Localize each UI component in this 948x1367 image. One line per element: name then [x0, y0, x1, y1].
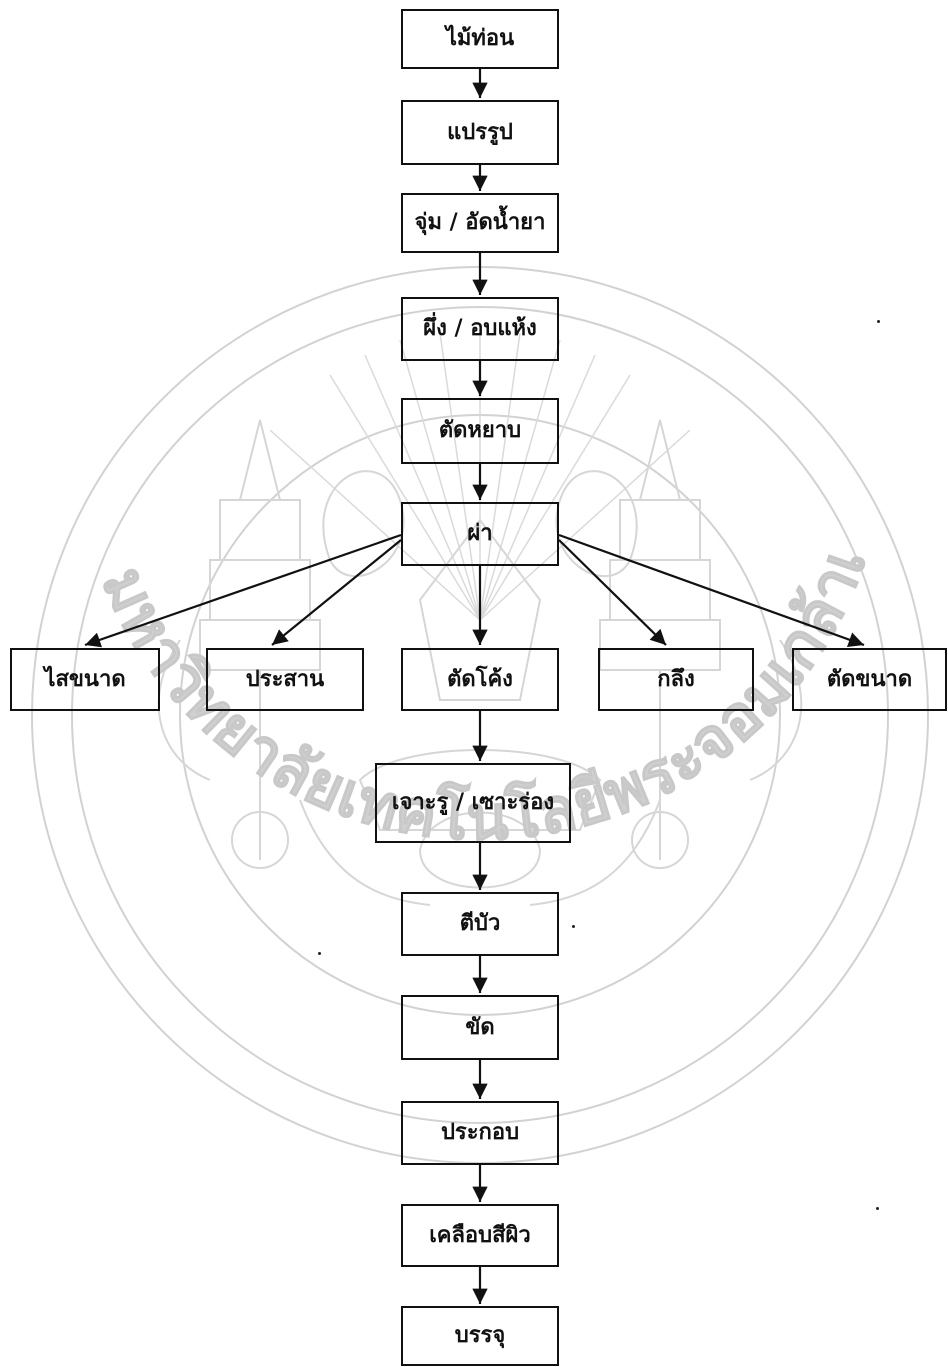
process-label: ตัดขนาด — [826, 666, 913, 692]
process-box-n4: ผึ่ง / อบแห้ง — [401, 297, 559, 361]
process-box-n14: ขัด — [401, 995, 559, 1060]
arrow-n6-to-n8 — [271, 539, 402, 646]
arrow-n6-to-n11 — [558, 533, 865, 648]
process-label: ประกอบ — [440, 1120, 520, 1145]
process-label: เจาะรู / เซาะร่อง — [391, 790, 555, 815]
process-box-n11: ตัดขนาด — [792, 648, 947, 711]
scan-speck — [876, 1207, 879, 1210]
process-label: แปรรูป — [447, 119, 513, 145]
process-label: ประสาน — [245, 666, 325, 692]
process-box-n15: ประกอบ — [401, 1101, 559, 1165]
process-box-n8: ประสาน — [206, 648, 364, 711]
process-label: ผึ่ง / อบแห้ง — [423, 316, 537, 341]
process-label: กลึง — [657, 666, 695, 692]
process-label: ตัดโค้ง — [447, 666, 513, 692]
process-label: จุ่ม / อัดน้ำยา — [414, 210, 546, 235]
process-label: เคลือบสีผิว — [429, 1222, 531, 1248]
process-label: ตีบัว — [459, 911, 501, 936]
process-box-n6: ผ่า — [401, 502, 559, 566]
process-box-n10: กลึง — [598, 648, 754, 711]
process-label: ตัดหยาบ — [438, 418, 522, 443]
arrow-n6-to-n7 — [84, 533, 402, 648]
scan-speck — [318, 952, 321, 955]
process-label: บรรจุ — [454, 1323, 506, 1348]
process-box-n5: ตัดหยาบ — [401, 398, 559, 464]
process-box-n7: ไสขนาด — [10, 648, 160, 711]
process-label: ขัด — [465, 1014, 495, 1040]
process-label: ไม้ท่อน — [445, 26, 515, 51]
process-box-n16: เคลือบสีผิว — [401, 1204, 559, 1267]
process-label: ผ่า — [467, 521, 493, 546]
process-box-n13: ตีบัว — [401, 892, 559, 956]
process-label: ไสขนาด — [44, 666, 126, 692]
arrow-n6-to-n10 — [558, 539, 667, 646]
process-box-n1: ไม้ท่อน — [401, 9, 559, 69]
process-box-n12: เจาะรู / เซาะร่อง — [375, 763, 571, 843]
process-box-n9: ตัดโค้ง — [401, 648, 559, 711]
process-box-n3: จุ่ม / อัดน้ำยา — [401, 193, 559, 253]
process-box-n17: บรรจุ — [401, 1306, 559, 1366]
process-box-n2: แปรรูป — [401, 100, 559, 165]
scan-speck — [877, 320, 880, 323]
scan-speck — [572, 925, 575, 928]
